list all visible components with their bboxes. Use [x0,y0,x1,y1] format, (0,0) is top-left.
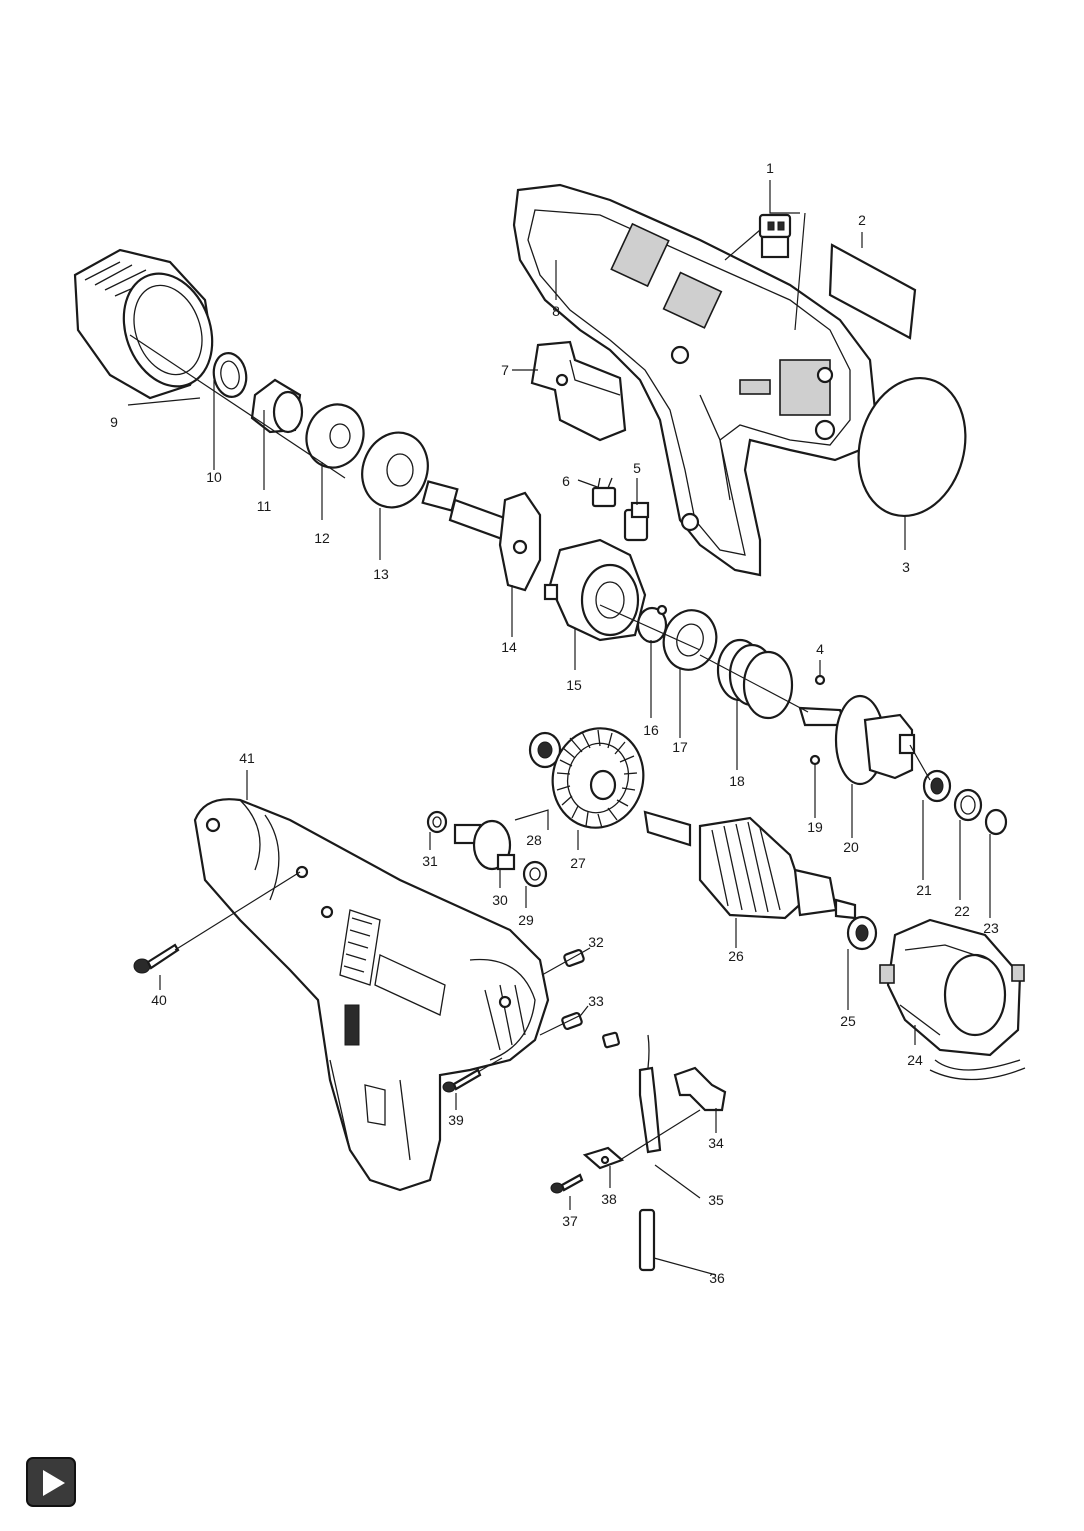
label-8: 8 [552,303,560,319]
label-37: 37 [562,1213,578,1229]
label-28: 28 [526,832,542,848]
part-33 [561,1012,583,1030]
part-17 [662,609,718,671]
part-24 [879,918,1026,1081]
label-13: 13 [373,566,389,582]
label-23: 23 [983,920,999,936]
part-3 [857,376,967,518]
part-9 [73,248,214,400]
part-41 [193,798,550,1192]
part-35 [602,1031,662,1154]
part-11 [250,378,304,434]
label-31: 31 [422,853,438,869]
part-4 [814,674,826,686]
part-5 [623,501,650,542]
part-14 [421,480,542,592]
label-32: 32 [588,934,604,950]
housing-half [512,183,877,577]
part-28 [528,731,562,769]
label-39: 39 [448,1112,464,1128]
label-16: 16 [643,722,659,738]
label-40: 40 [151,992,167,1008]
part-7 [530,340,627,442]
label-2: 2 [858,212,866,228]
label-36: 36 [709,1270,725,1286]
part-30 [453,819,516,871]
part-16 [636,606,668,644]
part-37 [550,1173,584,1194]
label-20: 20 [843,839,859,855]
part-25 [846,915,878,951]
label-33: 33 [588,993,604,1009]
label-27: 27 [570,855,586,871]
label-38: 38 [601,1191,617,1207]
label-5: 5 [633,460,641,476]
label-14: 14 [501,639,517,655]
part-18 [716,638,794,720]
part-10 [212,352,248,398]
label-25: 25 [840,1013,856,1029]
label-34: 34 [708,1135,724,1151]
label-30: 30 [492,892,508,908]
part-20 [798,694,916,786]
part-1 [758,213,792,259]
play-button[interactable] [26,1457,76,1507]
label-35: 35 [708,1192,724,1208]
label-3: 3 [902,559,910,575]
label-26: 26 [728,948,744,964]
label-1: 1 [766,160,774,176]
part-34 [673,1066,727,1112]
part-number-labels: 1 2 3 4 5 6 7 8 9 10 11 12 13 14 15 16 1… [110,160,999,1286]
part-21 [922,769,952,803]
part-19 [809,754,821,766]
leader-lines [127,180,991,1276]
part-23 [984,808,1008,836]
label-21: 21 [916,882,932,898]
part-31 [426,810,448,834]
label-18: 18 [729,773,745,789]
part-2 [828,243,917,340]
part-16-dot [656,604,668,616]
label-17: 17 [672,739,688,755]
part-40 [133,943,180,974]
label-12: 12 [314,530,330,546]
play-icon [43,1470,65,1496]
label-6: 6 [562,473,570,489]
part-36 [638,1208,656,1272]
label-19: 19 [807,819,823,835]
part-26 [643,810,857,920]
label-15: 15 [566,677,582,693]
label-10: 10 [206,469,222,485]
part-38 [582,1146,625,1170]
part-6 [591,477,617,508]
label-41: 41 [239,750,255,766]
label-24: 24 [907,1052,923,1068]
part-15 [543,538,647,642]
part-12 [305,403,365,469]
part-22 [953,788,983,822]
part-39 [442,1068,482,1093]
label-29: 29 [518,912,534,928]
label-22: 22 [954,903,970,919]
part-27 [551,727,645,829]
label-4: 4 [816,641,824,657]
part-29 [522,860,548,888]
label-9: 9 [110,414,118,430]
label-7: 7 [501,362,509,378]
label-11: 11 [257,498,272,514]
part-13 [361,431,429,509]
part-32 [563,949,585,967]
